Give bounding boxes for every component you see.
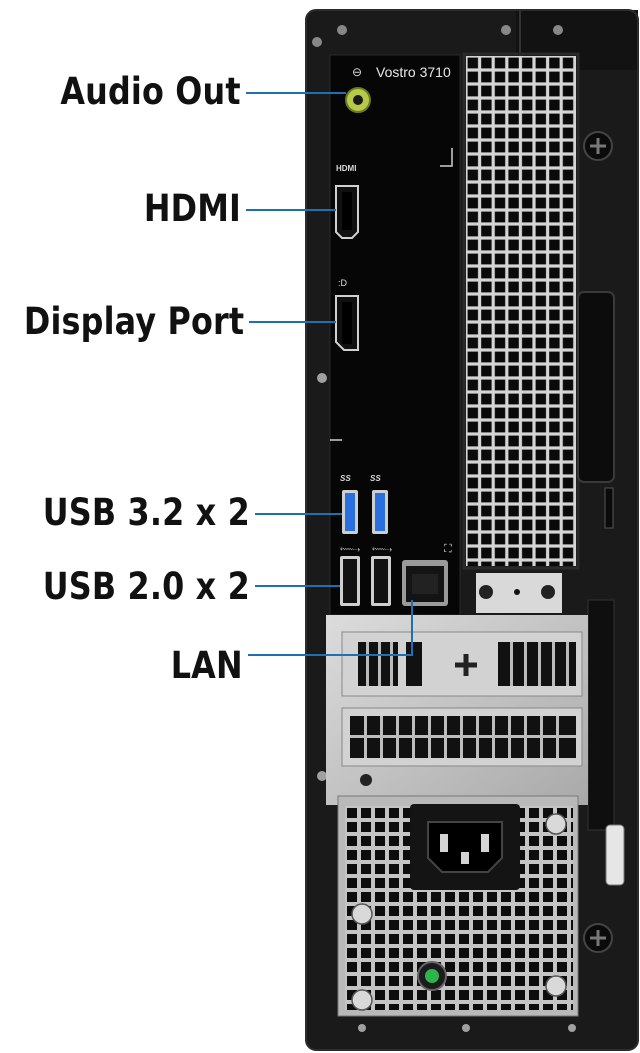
usb3-marking-1: SS (340, 474, 351, 483)
svg-text::D: :D (338, 278, 348, 288)
label-usb20: USB 2.0 x 2 (42, 565, 250, 608)
slot-vent (366, 642, 569, 686)
usb3-marking-2: SS (370, 474, 381, 483)
screw-icon (312, 25, 563, 47)
latch (577, 291, 615, 483)
svg-text:⬳⇢: ⬳⇢ (340, 544, 360, 554)
svg-text:⛶: ⛶ (444, 543, 452, 555)
svg-text:⊖: ⊖ (352, 65, 362, 79)
label-usb32: USB 3.2 x 2 (42, 491, 250, 534)
label-display-port: Display Port (23, 300, 244, 343)
upper-vent-grid (466, 56, 576, 566)
leader-lan (248, 600, 413, 656)
label-lan: LAN (170, 644, 243, 687)
leader-lines (246, 92, 413, 656)
label-audio-out: Audio Out (60, 70, 241, 113)
svg-text:⬳⇢: ⬳⇢ (372, 544, 392, 554)
hdmi-marking: HDMI (336, 164, 357, 173)
model-name: Vostro 3710 (376, 64, 451, 80)
label-hdmi: HDMI (143, 187, 241, 230)
